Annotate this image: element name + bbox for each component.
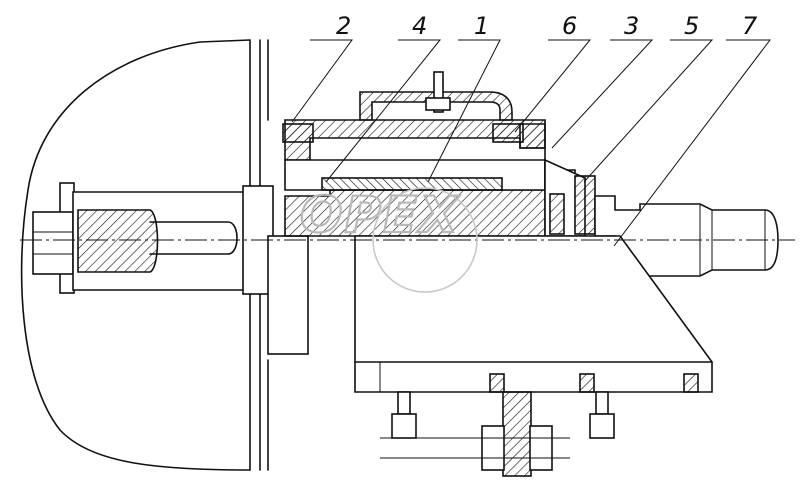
callout-2: 2 xyxy=(336,12,351,40)
watermark-text: OPEX xyxy=(300,186,460,244)
leader-1 xyxy=(427,39,501,183)
output-coupling xyxy=(594,195,779,277)
leader-4 xyxy=(325,39,442,183)
center-stud xyxy=(502,391,532,477)
leader-lines xyxy=(291,39,772,247)
bracket-hatch xyxy=(579,373,595,393)
mounting-bracket xyxy=(354,235,713,393)
lower-nut-right xyxy=(589,413,615,439)
thrust-washer-5 xyxy=(574,175,596,235)
center-nut-left xyxy=(481,425,505,471)
callout-5: 5 xyxy=(684,12,699,40)
set-screw-right xyxy=(492,123,524,143)
leader-2 xyxy=(291,39,353,123)
bracket-hatch xyxy=(489,373,505,393)
bolt-head xyxy=(32,211,74,275)
callout-3: 3 xyxy=(624,12,639,40)
watermark: OPEX xyxy=(299,185,478,293)
handle-pin xyxy=(433,71,444,113)
leader-3 xyxy=(551,39,654,149)
handle-pin-base xyxy=(425,97,451,111)
leader-6 xyxy=(514,39,592,133)
callout-6: 6 xyxy=(562,12,577,40)
lower-nut-left xyxy=(391,413,417,439)
housing-outline xyxy=(20,39,251,471)
leader-7 xyxy=(613,39,772,247)
bracket-hatch xyxy=(683,373,699,393)
shaft-hatched-bore xyxy=(77,209,159,273)
center-nut-right xyxy=(529,425,553,471)
shaft-end xyxy=(149,221,238,255)
flange-hub xyxy=(267,235,309,355)
callout-4: 4 xyxy=(412,12,427,40)
callout-7: 7 xyxy=(742,12,758,40)
spacer-ring xyxy=(549,193,565,235)
shift-handle xyxy=(359,91,513,121)
leader-5 xyxy=(583,39,714,183)
callout-1: 1 xyxy=(474,12,489,40)
lower-bolt-right xyxy=(595,391,609,415)
lower-bolt-left xyxy=(397,391,411,415)
watermark-gear-icon xyxy=(372,187,478,293)
set-screw-left xyxy=(282,123,314,143)
